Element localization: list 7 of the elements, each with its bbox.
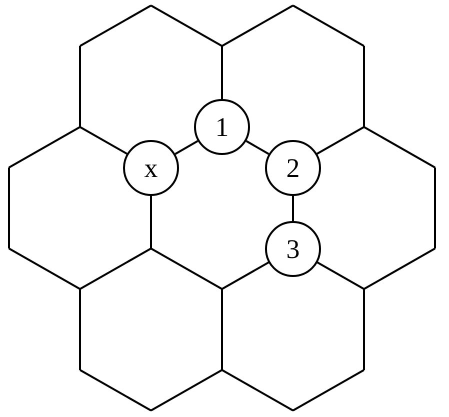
vertex-circle: 2 — [265, 140, 321, 196]
vertex-circle: 3 — [265, 221, 321, 277]
connector-line — [174, 140, 198, 155]
vertex-circle: x — [123, 140, 179, 196]
vertex-circle: 1 — [194, 99, 250, 155]
connector-line — [292, 196, 294, 221]
connector-line — [246, 140, 270, 155]
